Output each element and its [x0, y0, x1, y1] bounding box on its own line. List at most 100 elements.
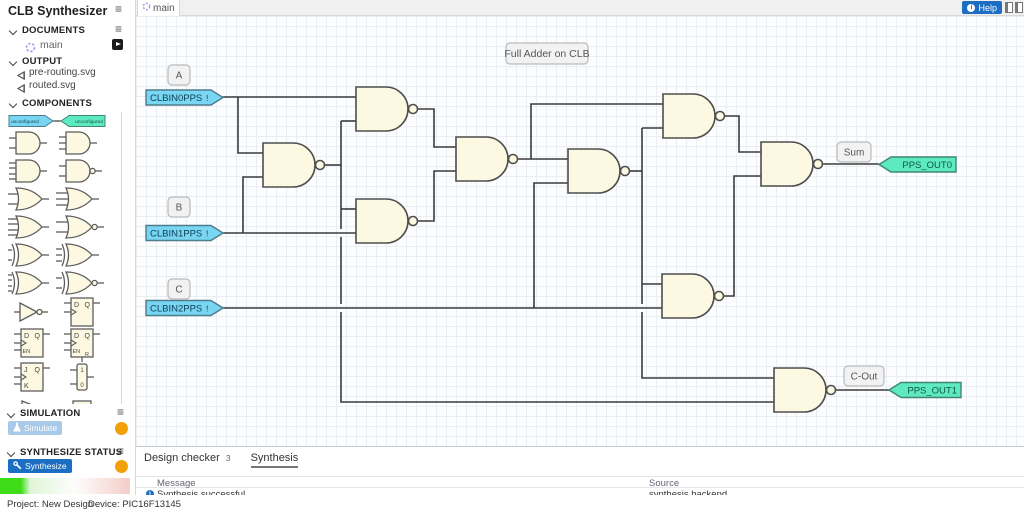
tab-design-checker[interactable]: Design checker 3	[144, 452, 231, 464]
synthesize-menu-icon[interactable]: ≡	[117, 444, 125, 458]
wire[interactable]	[724, 175, 761, 297]
component-nand2[interactable]	[59, 159, 102, 183]
chevron-down-icon[interactable]	[8, 26, 18, 36]
nand-gate-6[interactable]	[662, 93, 726, 139]
chevron-down-icon[interactable]	[8, 57, 18, 67]
pin-label-a[interactable]: A	[167, 64, 191, 86]
chevron-down-icon[interactable]	[6, 448, 16, 458]
nand-gate-5[interactable]	[567, 148, 631, 194]
nand-gate-2[interactable]	[262, 142, 326, 188]
inverter-bubble	[507, 153, 519, 165]
svg-text:Q: Q	[85, 302, 91, 309]
output-tag[interactable]: PPS_OUT0	[877, 156, 957, 173]
simulation-menu-icon[interactable]: ≡	[117, 405, 125, 419]
tab-synthesis[interactable]: Synthesis	[250, 452, 299, 468]
svg-text:D: D	[74, 302, 79, 309]
component-partial-a[interactable]	[21, 400, 40, 404]
synthesize-button[interactable]: Synthesize	[8, 459, 72, 473]
messages-header-row: Message Source	[136, 476, 1024, 489]
svg-text:unconfigured: unconfigured	[75, 119, 103, 125]
output-item-pre-routing[interactable]: pre-routing.svg	[29, 67, 96, 78]
component-mux2[interactable]: 10	[70, 363, 94, 391]
sidebar-item-main[interactable]: main	[40, 39, 63, 51]
pin-label-c[interactable]: C	[167, 278, 191, 300]
wire[interactable]	[237, 97, 263, 154]
help-button[interactable]: i Help	[962, 1, 1002, 14]
nand-gate-9[interactable]	[773, 367, 837, 413]
status-project: Project: New Design	[7, 499, 94, 509]
panel-layout-right-icon[interactable]	[1015, 2, 1023, 13]
inverter-bubble	[619, 165, 631, 177]
section-simulation: SIMULATION	[20, 408, 81, 419]
column-source: Source	[649, 478, 680, 489]
wire[interactable]	[641, 312, 774, 379]
component-partial-b[interactable]	[72, 400, 92, 404]
inverter-bubble	[407, 103, 419, 115]
documents-menu-icon[interactable]: ≡	[115, 22, 123, 36]
output-tag[interactable]: PPS_OUT1	[887, 381, 962, 399]
wire[interactable]	[340, 312, 774, 403]
component-nor2[interactable]	[56, 215, 104, 239]
nand-gate-1[interactable]	[355, 86, 419, 132]
component-and4[interactable]	[9, 159, 47, 183]
nand-gate-3[interactable]	[355, 198, 419, 244]
main-area: main i Help CLBIN0PPS!CLBIN1PPS!CLBIN2PP…	[135, 0, 1024, 509]
panel-layout-left-icon[interactable]	[1005, 2, 1013, 13]
input-tag[interactable]: CLBIN1PPS!	[145, 224, 225, 242]
component-or3[interactable]	[56, 187, 99, 211]
chevron-down-icon[interactable]	[6, 409, 16, 419]
pin-label-sum[interactable]: Sum	[836, 141, 872, 163]
input-tag-label: CLBIN0PPS	[150, 93, 202, 104]
component-xnor2[interactable]	[56, 271, 104, 295]
menu-icon[interactable]: ≡	[115, 2, 123, 16]
column-message: Message	[157, 478, 196, 489]
nand-gate-4[interactable]	[455, 136, 519, 182]
component-xor2[interactable]	[8, 243, 49, 267]
nand-gate-8[interactable]	[661, 273, 725, 319]
wire[interactable]	[418, 108, 456, 148]
component-xor4[interactable]	[8, 271, 49, 295]
run-document-button[interactable]	[112, 39, 123, 50]
input-tag[interactable]: CLBIN2PPS!	[145, 299, 225, 317]
nand-gate-7[interactable]	[760, 141, 824, 187]
chevron-down-icon[interactable]	[8, 99, 18, 109]
palette-scrollbar[interactable]	[121, 112, 122, 404]
input-tag[interactable]: CLBIN0PPS!	[145, 89, 225, 106]
pin-label-b[interactable]: B	[167, 196, 191, 218]
wire[interactable]	[242, 176, 263, 233]
inverter-bubble	[314, 159, 326, 171]
component-and2[interactable]	[9, 131, 47, 155]
export-flag-icon	[16, 81, 26, 99]
tag-flag-icon: !	[206, 229, 208, 239]
output-item-routed[interactable]: routed.svg	[29, 80, 76, 91]
component-output-tag[interactable]: unconfigured	[55, 115, 106, 127]
component-input-tag[interactable]: unconfigured	[8, 115, 59, 127]
svg-text:B: B	[176, 203, 183, 214]
wire[interactable]	[530, 103, 663, 159]
component-xor3[interactable]	[56, 243, 99, 267]
circuit-doc-icon	[142, 2, 151, 14]
simulate-button[interactable]: Simulate	[8, 421, 63, 435]
wire[interactable]	[533, 182, 568, 308]
inverter-bubble	[714, 110, 726, 122]
circuit-svg: CLBIN0PPS!CLBIN1PPS!CLBIN2PPS!PPS_OUT0PP…	[145, 42, 962, 413]
svg-text:Q: Q	[35, 367, 41, 374]
component-and3[interactable]	[59, 131, 97, 155]
wire[interactable]	[418, 170, 456, 222]
circuit-title-label[interactable]: Full Adder on CLB	[504, 42, 590, 65]
design-checker-badge: 3	[225, 453, 231, 463]
component-not[interactable]	[14, 301, 48, 323]
component-or2[interactable]	[8, 187, 49, 211]
pin-label-c-out[interactable]: C-Out	[843, 365, 885, 387]
tab-main[interactable]: main	[137, 0, 180, 16]
svg-text:EN: EN	[23, 349, 31, 355]
wire[interactable]	[725, 115, 761, 153]
svg-text:J: J	[24, 367, 28, 374]
component-or4[interactable]	[8, 215, 49, 239]
